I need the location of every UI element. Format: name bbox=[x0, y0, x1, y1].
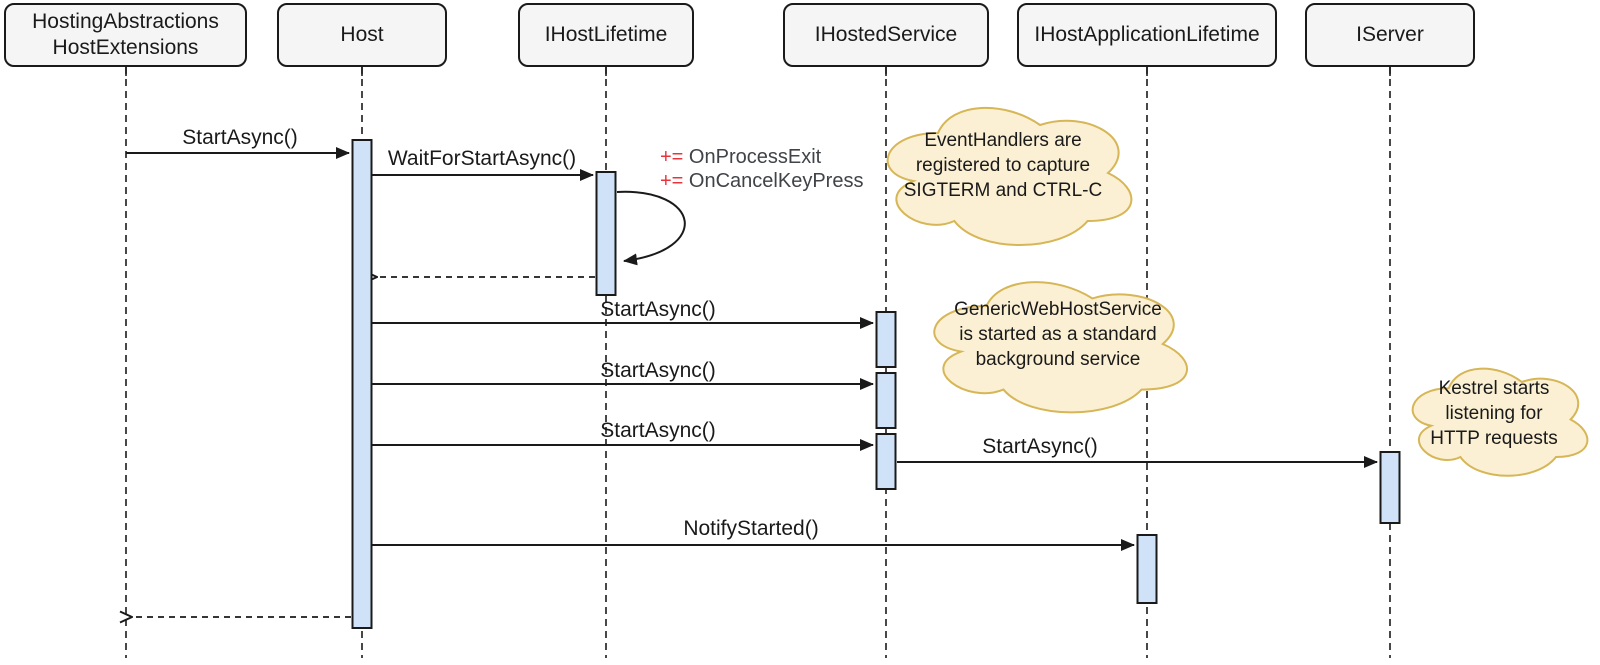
participant-label: IHostedService bbox=[814, 23, 958, 46]
activation-bar-ihostedservice-1 bbox=[875, 311, 897, 368]
annotation-handler-name: OnProcessExit bbox=[688, 146, 822, 168]
activation-bar-host bbox=[351, 139, 373, 629]
participant-box-ihostlifetime: IHostLifetime bbox=[518, 3, 694, 67]
note-text-eventhandlers: EventHandlers are registered to capture … bbox=[903, 130, 1103, 201]
activation-bar-ihostapplicationlifetime bbox=[1136, 534, 1158, 604]
activation-bar-ihostedservice-3 bbox=[875, 433, 897, 490]
annotation-oncancelkeypress: += OnCancelKeyPress bbox=[660, 169, 863, 193]
note-text-kestrel: Kestrel starts listening for HTTP reques… bbox=[1430, 378, 1558, 449]
participant-box-ihostedservice: IHostedService bbox=[783, 3, 989, 67]
activation-bar-ihostlifetime bbox=[595, 171, 617, 296]
note-cloud-eventhandlers bbox=[888, 108, 1132, 245]
message-label-startasync-hosted-2: StartAsync() bbox=[600, 359, 716, 382]
participant-box-ihostapplicationlifetime: IHostApplicationLifetime bbox=[1017, 3, 1277, 67]
self-loop-arrow-ihostlifetime bbox=[616, 190, 686, 266]
message-label-startasync-iserver: StartAsync() bbox=[982, 435, 1098, 458]
participant-box-host: Host bbox=[277, 3, 447, 67]
note-cloud-genericwebhostservice bbox=[934, 282, 1187, 412]
message-label-waitforstartasync: WaitForStartAsync() bbox=[387, 147, 577, 170]
note-cloud-kestrel bbox=[1413, 369, 1588, 476]
participant-label: IServer bbox=[1356, 23, 1424, 46]
activation-bar-ihostedservice-2 bbox=[875, 372, 897, 429]
message-label-startasync-host: StartAsync() bbox=[182, 126, 298, 149]
note-text-genericwebhostservice: GenericWebHostService is started as a st… bbox=[954, 299, 1162, 370]
participant-label: IHostApplicationLifetime bbox=[1034, 23, 1260, 46]
message-label-startasync-hosted-3: StartAsync() bbox=[600, 419, 716, 442]
message-label-startasync-hosted-1: StartAsync() bbox=[600, 298, 716, 321]
participant-label: HostingAbstractions HostExtensions bbox=[32, 10, 219, 59]
plus-equals-operator: += bbox=[660, 170, 684, 192]
message-label-notifystarted: NotifyStarted() bbox=[683, 517, 819, 540]
participant-box-iserver: IServer bbox=[1305, 3, 1475, 67]
plus-equals-operator: += bbox=[660, 146, 684, 168]
participant-label: IHostLifetime bbox=[544, 23, 668, 46]
participant-label: Host bbox=[340, 23, 384, 46]
annotation-onprocessexit: += OnProcessExit bbox=[660, 145, 821, 169]
participant-box-hostingabstractions-hostextensions: HostingAbstractions HostExtensions bbox=[4, 3, 247, 67]
annotation-handler-name: OnCancelKeyPress bbox=[688, 170, 864, 192]
activation-bar-iserver bbox=[1379, 451, 1401, 524]
